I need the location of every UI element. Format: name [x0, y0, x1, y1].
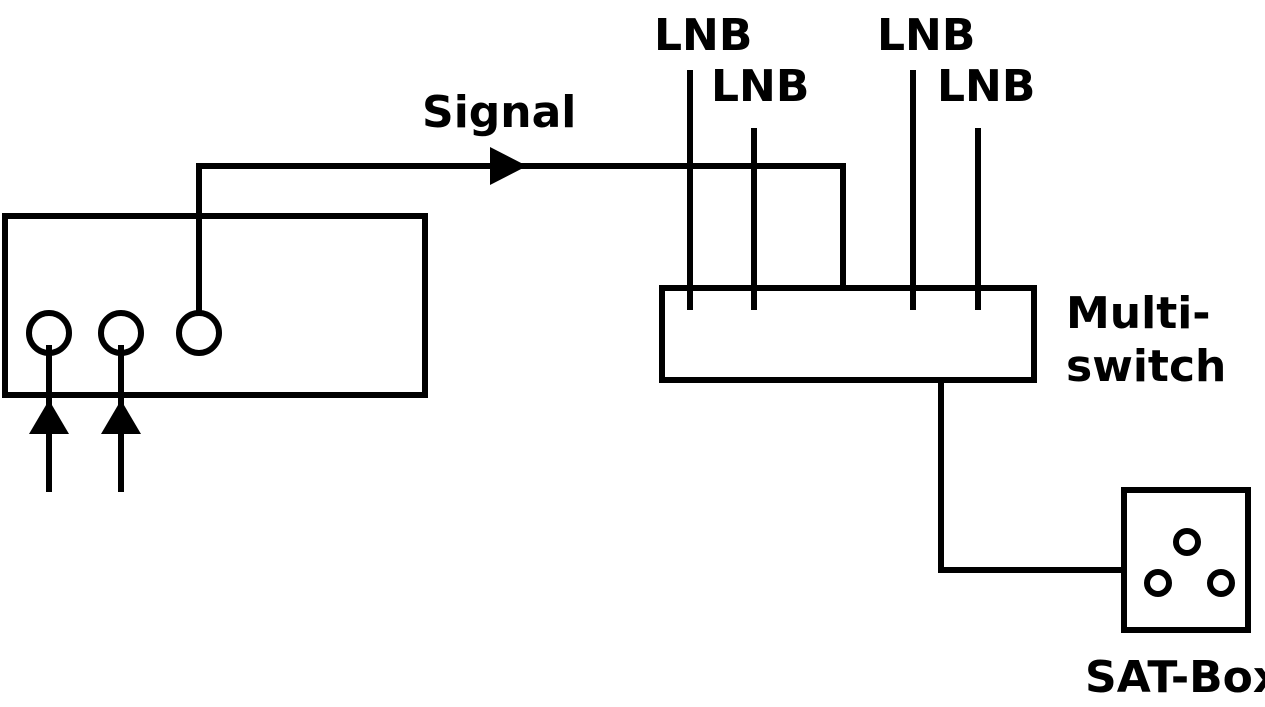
signal-arrow-head: [490, 147, 527, 185]
lnb-label-2: LNB: [711, 61, 809, 112]
multiswitch-box: [659, 285, 1037, 383]
satbox-line: [938, 380, 1124, 573]
satbox-connector-top: [1173, 528, 1201, 556]
lnb-label-1: LNB: [654, 10, 752, 61]
signal-label: Signal: [422, 87, 576, 138]
lnb-label-3: LNB: [877, 10, 975, 61]
multiswitch-label-line2: switch: [1066, 341, 1226, 392]
satbox-box: [1121, 487, 1251, 633]
satbox-connector-right: [1207, 569, 1235, 597]
satbox-connector-left: [1144, 569, 1172, 597]
multiswitch-label-line1: Multi-: [1066, 288, 1211, 339]
lnb-label-4: LNB: [937, 61, 1035, 112]
satbox-label: SAT-Box: [1085, 652, 1265, 703]
input-arrow-2-head: [101, 400, 141, 434]
output-connector: [176, 310, 222, 356]
input-arrow-1-head: [29, 400, 69, 434]
source-device-box: [2, 213, 428, 398]
